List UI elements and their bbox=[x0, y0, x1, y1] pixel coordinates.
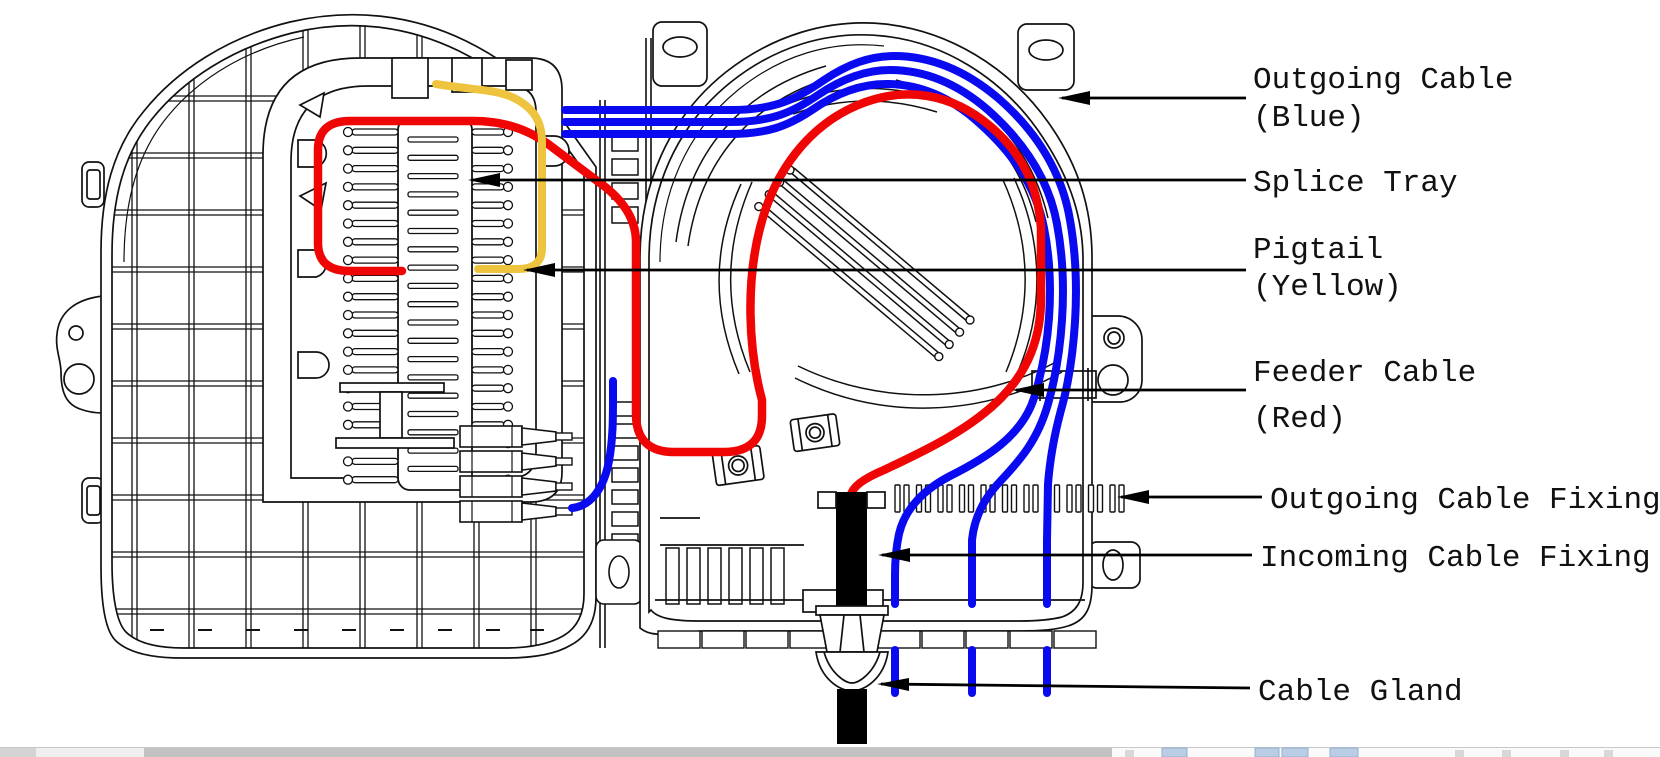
incoming-cable bbox=[836, 492, 867, 610]
lid-rim-arc bbox=[123, 36, 305, 263]
mounting-tabs bbox=[652, 21, 1143, 589]
label-incoming-fixing: Incoming Cable Fixing bbox=[1260, 541, 1651, 576]
incoming-cable-clip-right bbox=[866, 491, 886, 509]
base-panel bbox=[639, 21, 1143, 649]
hinge-strip bbox=[595, 38, 652, 648]
splice-tray bbox=[342, 117, 514, 491]
outgoing-cable-2 bbox=[561, 65, 1067, 608]
gland-flange bbox=[815, 605, 889, 616]
lid-hinge-knuckle-bottom bbox=[81, 477, 105, 524]
arrow-outgoing-fixing bbox=[1117, 490, 1149, 504]
outgoing-cable-paths bbox=[561, 51, 1080, 697]
lid-hinge-knuckle-top bbox=[81, 161, 105, 208]
label-feeder-cable-2: (Red) bbox=[1253, 402, 1346, 437]
incoming-cable-assembly bbox=[815, 491, 889, 744]
outgoing-cable-1 bbox=[561, 79, 1054, 608]
arrow-splice-tray bbox=[468, 173, 500, 187]
lid-side-ear bbox=[55, 295, 104, 414]
arrow-incoming-fixing bbox=[878, 548, 910, 562]
splice-tube-holders bbox=[754, 165, 975, 362]
pigtail-cable-path bbox=[432, 80, 546, 273]
label-splice-tray: Splice Tray bbox=[1253, 166, 1458, 201]
labels: Outgoing Cable (Blue) Splice Tray Pigtai… bbox=[1253, 63, 1660, 710]
incoming-cable-clip-left bbox=[817, 491, 837, 509]
label-feeder-cable-1: Feeder Cable bbox=[1253, 356, 1476, 391]
leader-cable-gland bbox=[880, 682, 1251, 690]
outgoing-cable-3 bbox=[561, 51, 1080, 608]
clamp-blocks bbox=[711, 413, 841, 487]
tray-mount bbox=[335, 382, 455, 449]
label-cable-gland: Cable Gland bbox=[1258, 675, 1463, 710]
label-outgoing-cable-2: (Blue) bbox=[1253, 101, 1365, 136]
arrow-feeder-cable bbox=[1012, 383, 1044, 397]
label-outgoing-cable-1: Outgoing Cable bbox=[1253, 63, 1513, 98]
fiber-connectors bbox=[459, 425, 573, 523]
arrow-pigtail bbox=[523, 263, 555, 277]
label-pigtail-2: (Yellow) bbox=[1253, 270, 1402, 305]
arrow-outgoing-cable bbox=[1058, 91, 1090, 105]
feeder-cable-path bbox=[313, 90, 1046, 500]
label-pigtail-1: Pigtail bbox=[1253, 233, 1383, 268]
incoming-cable-below bbox=[837, 689, 867, 744]
label-outgoing-fixing: Outgoing Cable Fixing bbox=[1270, 483, 1660, 518]
outgoing-cable-connector-lead bbox=[568, 377, 617, 512]
bottom-strip-cells bbox=[1161, 747, 1359, 757]
base-rim-arc bbox=[659, 44, 885, 263]
leader-lines bbox=[468, 91, 1262, 691]
bottom-ui-strip bbox=[0, 747, 1660, 757]
lid-panel bbox=[55, 13, 597, 659]
gland-nut bbox=[818, 614, 886, 653]
base-outline-inner bbox=[648, 33, 1084, 622]
arrow-cable-gland bbox=[877, 678, 909, 691]
